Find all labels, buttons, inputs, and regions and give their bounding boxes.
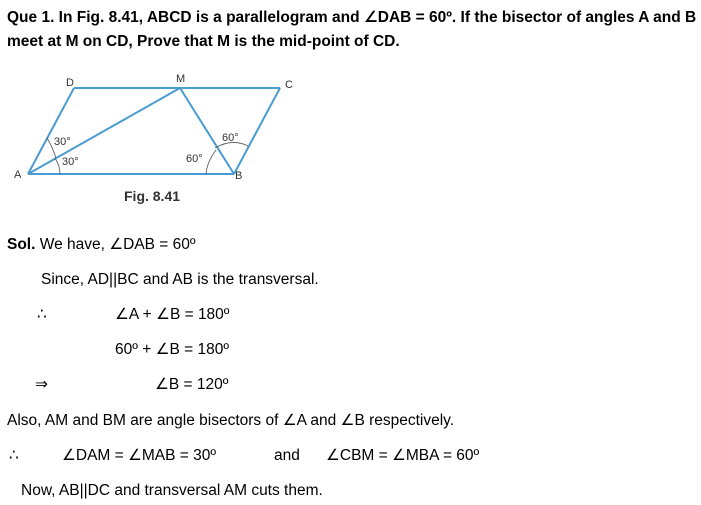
edge-bc [233,87,281,175]
question-line-1: Que 1. In Fig. 8.41, ABCD is a parallelo… [7,9,697,26]
solution-line-7c: ∠CBM = ∠MBA = 60º [326,447,480,464]
angle-b-right: 60° [222,132,239,144]
question-line-2: meet at M on CD, Prove that M is the mid… [7,33,400,50]
arc-a-lower [54,157,61,175]
label-c: C [285,79,293,91]
arc-a-upper [46,137,57,159]
solution-line-7b: and [274,447,300,464]
sol-label: Sol. [7,236,36,253]
bisector-bm [179,87,235,175]
solution-line-5: ∠B = 120º [155,376,229,393]
label-a: A [14,169,22,181]
edge-da [27,87,75,175]
figure-caption: Fig. 8.41 [124,188,180,204]
label-d: D [66,77,74,89]
solution-line-8: Now, AB||DC and transversal AM cuts them… [21,482,323,499]
arc-b-left [205,149,217,175]
parallelogram-figure: A B C D M 30° 30° 60° 60° Fig. 8.41 [14,73,293,204]
implies-symbol: ⇒ [35,376,48,393]
therefore-symbol-2: ∴ [9,447,19,464]
solution-line-3: ∠A + ∠B = 180º [115,306,230,323]
sol-text-1: We have, ∠DAB = 60º [39,236,196,253]
label-m: M [176,73,185,85]
therefore-symbol-1: ∴ [37,306,47,323]
solution-line-7a: ∠DAM = ∠MAB = 30º [62,447,217,464]
solution-line-1: Sol. We have, ∠DAB = 60º [7,235,196,255]
angle-b-left: 60° [186,153,203,165]
arc-b-right [214,142,249,149]
angle-a-upper: 30° [54,136,71,148]
solution-line-6: Also, AM and BM are angle bisectors of ∠… [7,412,455,429]
solution-line-2: Since, AD||BC and AB is the transversal. [41,271,319,288]
label-b: B [235,170,242,182]
solution-line-4: 60º + ∠B = 180º [115,341,229,358]
angle-a-lower: 30° [62,156,79,168]
bisector-am [27,87,181,175]
